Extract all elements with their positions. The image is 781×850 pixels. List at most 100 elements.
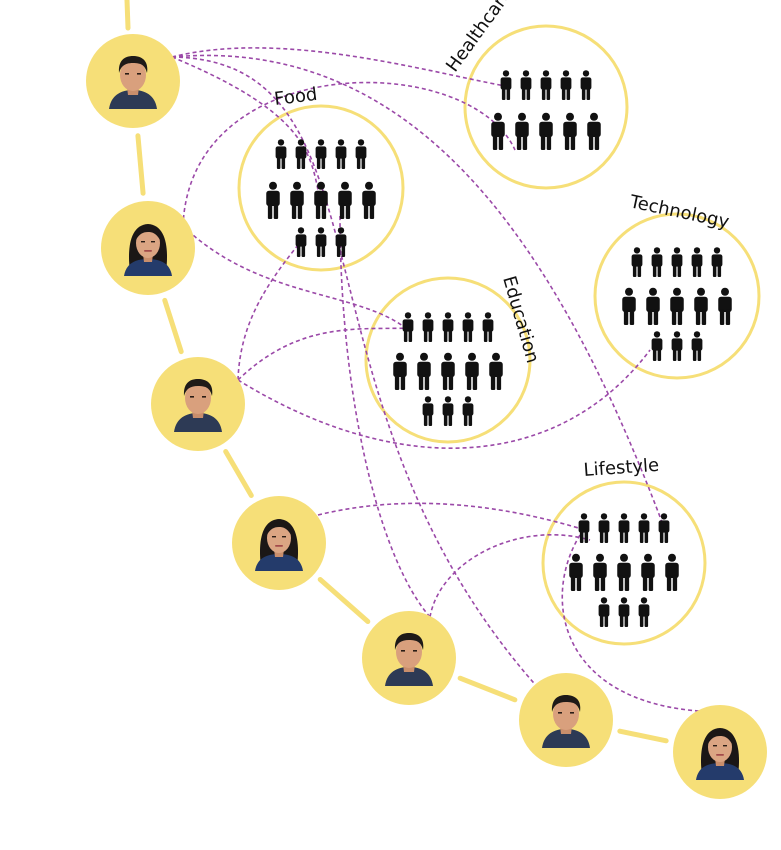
person-icon [670, 287, 684, 325]
person-icon [515, 112, 529, 150]
person-icon [540, 70, 552, 100]
people-group-technology [622, 247, 732, 361]
person-icon [462, 396, 474, 426]
person-icon [417, 352, 431, 390]
link-investor-1-food [171, 56, 319, 191]
person-icon [618, 513, 630, 543]
link-investor-5-lifestyle [429, 534, 591, 618]
person-icon [295, 227, 307, 257]
investor-5-avatar[interactable] [362, 611, 456, 705]
person-icon [658, 513, 670, 543]
investor-track [124, 0, 669, 744]
person-icon [290, 181, 304, 219]
person-icon [691, 247, 703, 277]
person-icon [355, 139, 367, 169]
investor-4-avatar[interactable] [232, 496, 326, 590]
person-icon [491, 112, 505, 150]
investor-3-avatar[interactable] [151, 357, 245, 451]
person-icon [641, 553, 655, 591]
link-investor-2-food [182, 225, 409, 331]
person-icon [520, 70, 532, 100]
person-icon [622, 287, 636, 325]
category-ring-education [364, 276, 532, 444]
person-icon [638, 513, 650, 543]
person-icon [665, 553, 679, 591]
person-icon [593, 553, 607, 591]
link-investor-5-food [339, 214, 431, 618]
person-icon [580, 70, 592, 100]
person-icon [651, 247, 663, 277]
person-icon [500, 70, 512, 100]
category-label-technology: Technology [627, 191, 731, 233]
person-icon [362, 181, 376, 219]
person-icon [335, 139, 347, 169]
person-icon [442, 396, 454, 426]
investor-1-avatar[interactable] [86, 34, 180, 128]
investor-avatars [86, 34, 767, 799]
person-icon [402, 312, 414, 342]
track-segment [617, 728, 669, 744]
link-investor-3-education [237, 327, 414, 381]
person-icon [631, 247, 643, 277]
person-icon [338, 181, 352, 219]
link-investor-1-healthcare [171, 47, 506, 87]
person-icon [569, 553, 583, 591]
category-rings [237, 24, 761, 646]
person-icon [694, 287, 708, 325]
person-icon [587, 112, 601, 150]
person-icon [442, 312, 454, 342]
connection-lines [171, 47, 721, 713]
investor-7-avatar[interactable] [673, 705, 767, 799]
person-icon [482, 312, 494, 342]
person-icon [315, 139, 327, 169]
person-icon [489, 352, 503, 390]
person-icon [598, 513, 610, 543]
track-segment [223, 449, 254, 498]
people-group-lifestyle [569, 513, 679, 627]
people-icons [266, 70, 732, 627]
person-icon [422, 396, 434, 426]
category-ring-technology [593, 212, 761, 380]
link-investor-2-healthcare [182, 81, 516, 227]
person-icon [266, 181, 280, 219]
category-ring-food [237, 104, 405, 272]
track-segment [457, 675, 518, 703]
track-top-segment [124, 0, 131, 31]
person-icon [718, 287, 732, 325]
person-icon [441, 352, 455, 390]
track-segment [317, 576, 371, 625]
person-icon [314, 181, 328, 219]
link-investor-3-technology [237, 349, 651, 449]
person-icon [315, 227, 327, 257]
person-icon [393, 352, 407, 390]
person-icon [560, 70, 572, 100]
category-label-food: Food [273, 84, 318, 110]
person-icon [617, 553, 631, 591]
person-icon [651, 331, 663, 361]
investor-2-avatar[interactable] [101, 201, 195, 295]
person-icon [462, 312, 474, 342]
person-icon [422, 312, 434, 342]
person-icon [711, 247, 723, 277]
link-investor-7-lifestyle [561, 534, 721, 713]
people-group-food [266, 139, 376, 257]
person-icon [638, 597, 650, 627]
person-icon [563, 112, 577, 150]
track-segment [162, 297, 184, 355]
people-group-education [393, 312, 503, 426]
person-icon [618, 597, 630, 627]
link-investor-3-food [237, 239, 303, 381]
investor-6-avatar[interactable] [519, 673, 613, 767]
person-icon [646, 287, 660, 325]
track-segment [135, 133, 146, 196]
person-icon [671, 247, 683, 277]
person-icon [691, 331, 703, 361]
link-investor-1-investor-6 [171, 56, 541, 691]
person-icon [598, 597, 610, 627]
link-investor-4-lifestyle [317, 502, 586, 531]
person-icon [539, 112, 553, 150]
category-label-lifestyle: Lifestyle [583, 455, 660, 481]
person-icon [275, 139, 287, 169]
category-ring-healthcare [463, 24, 629, 190]
